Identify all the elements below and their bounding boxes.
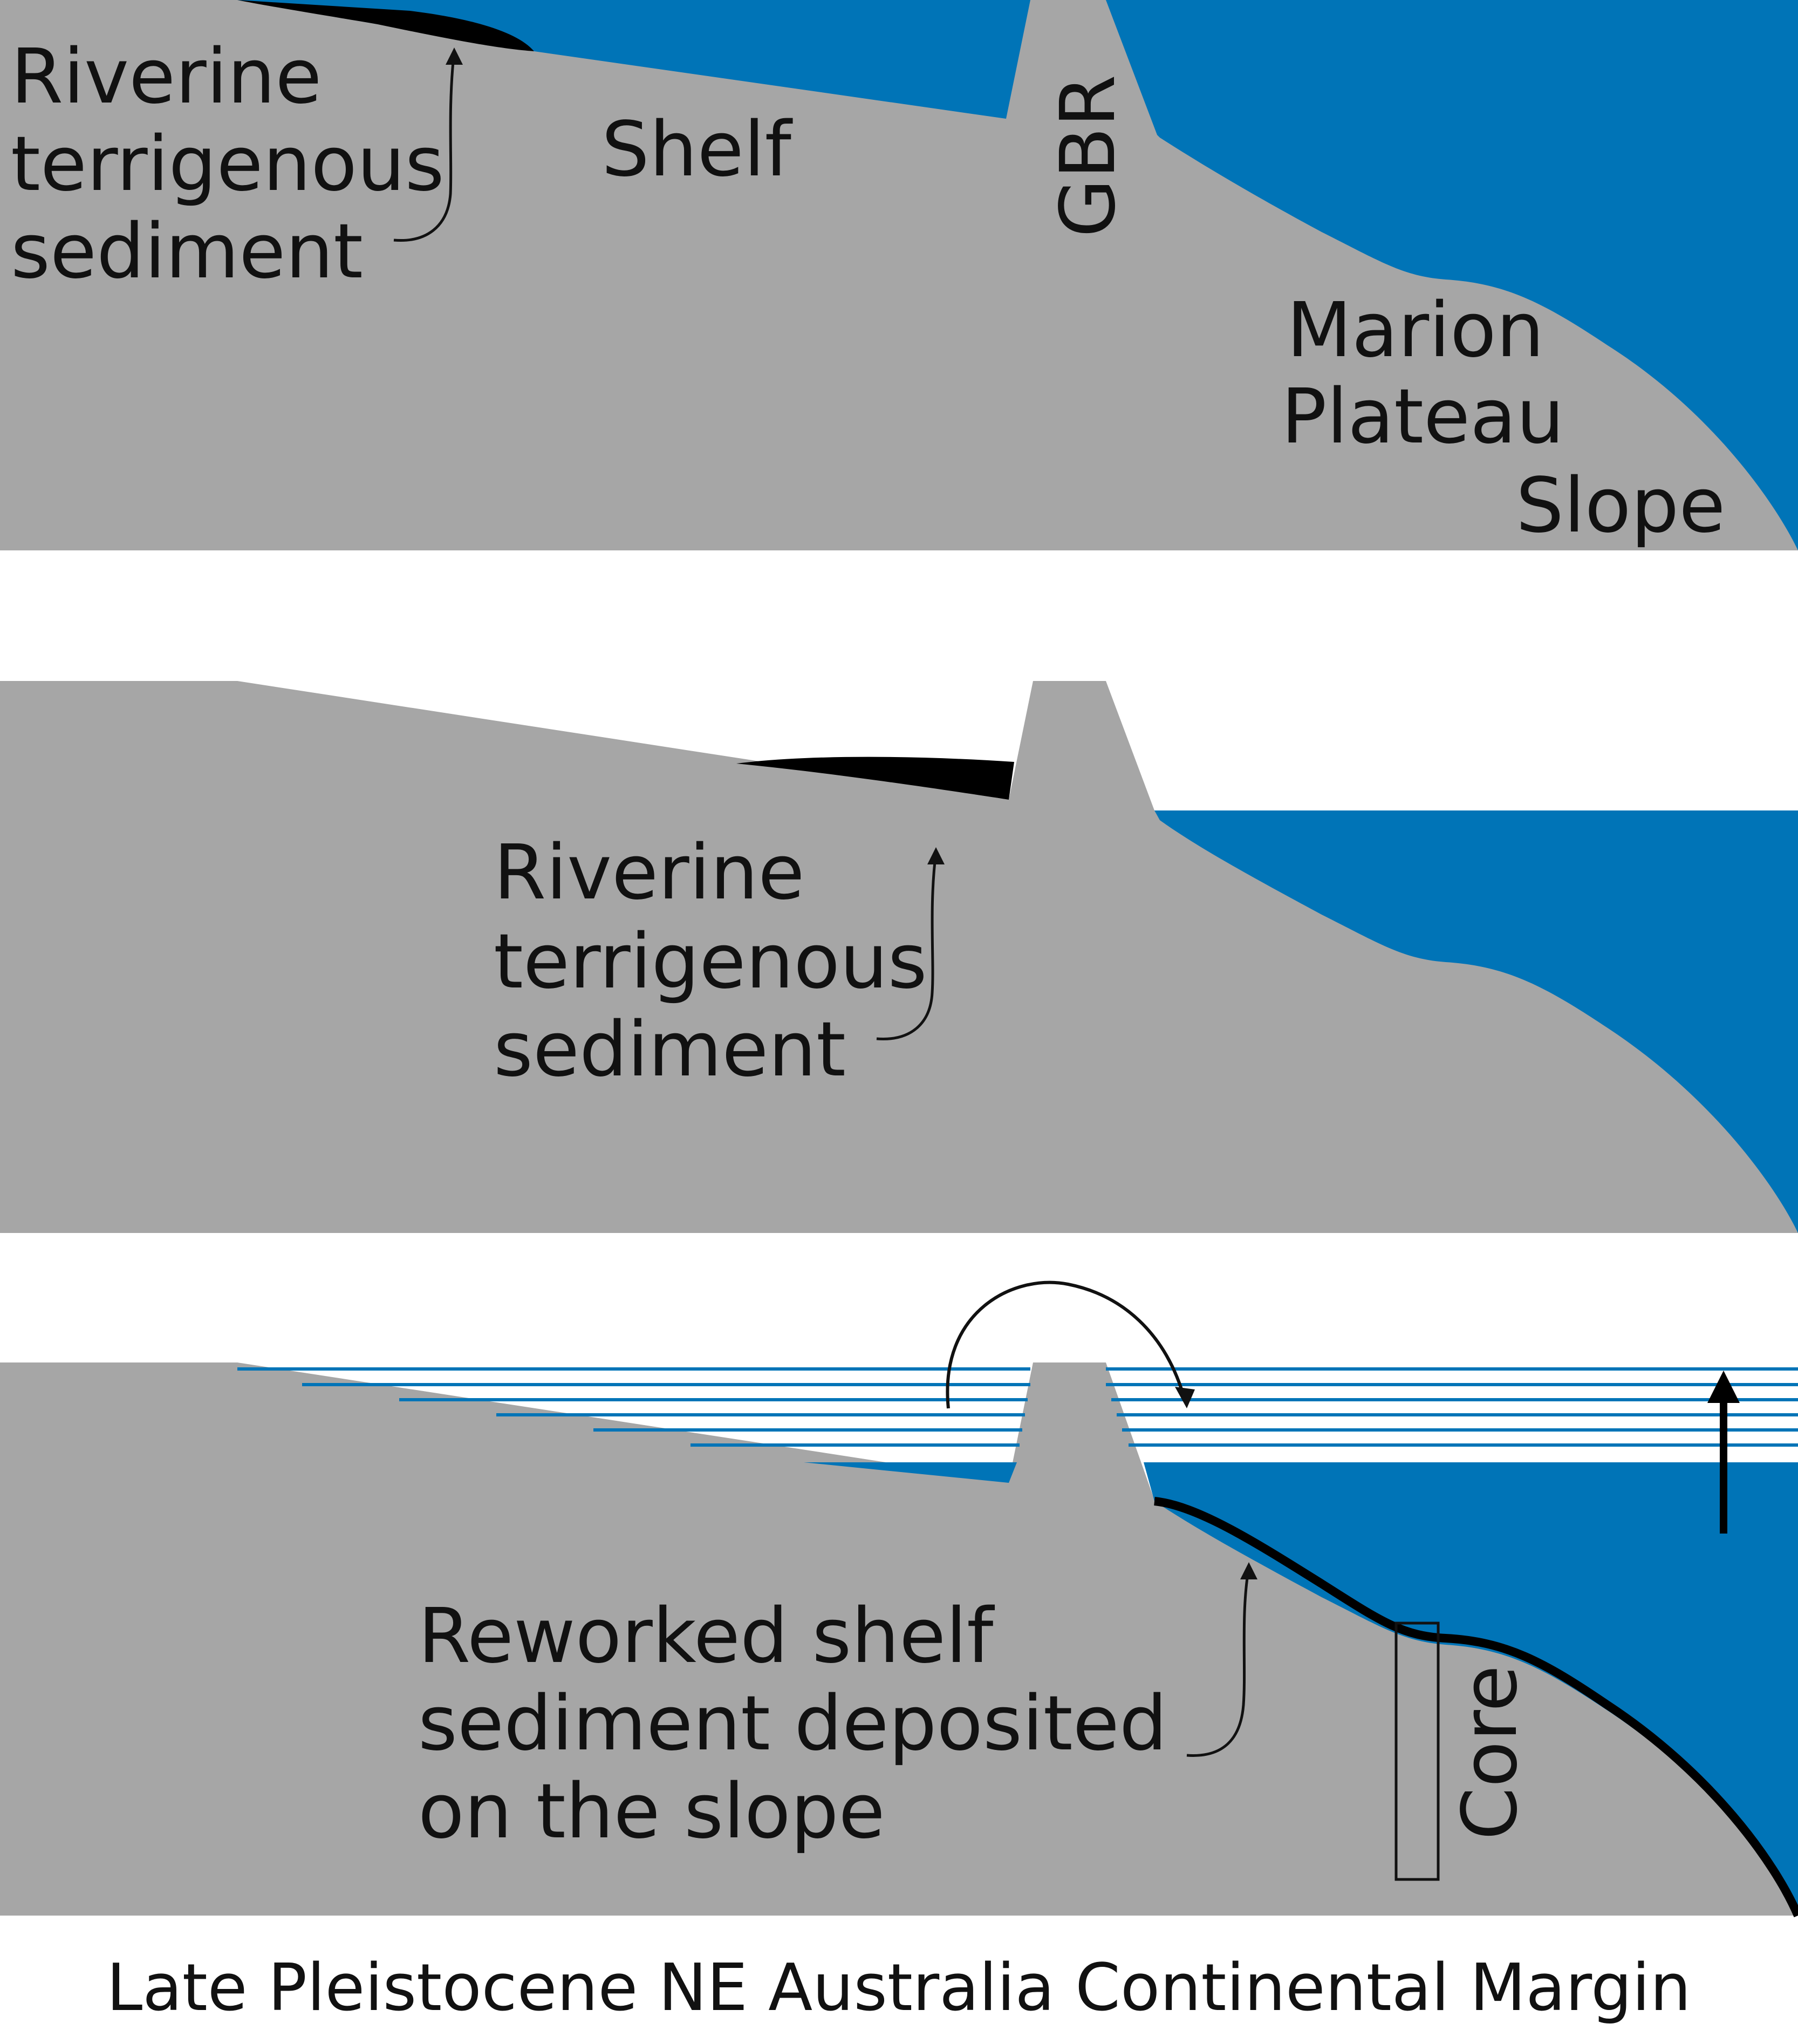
- plateau-label-line-1: Marion: [1287, 287, 1544, 374]
- plateau-label-line-2: Plateau: [1281, 373, 1564, 461]
- p2-sediment-line-1: Riverine: [494, 829, 804, 917]
- panel-2-arrowhead: [927, 847, 945, 864]
- panel-2-lowstand: [0, 681, 1798, 1233]
- panel-3-sediment-arrow: [1186, 1567, 1250, 1757]
- core-label: Core: [1446, 1665, 1534, 1840]
- panel-2-sediment-lens: [736, 757, 1014, 800]
- p3-sediment-line-2: sediment deposited: [418, 1680, 1167, 1768]
- panel-3-shelf-water: [804, 1462, 1017, 1483]
- sea-level-rise-arrowhead: [1707, 1371, 1740, 1403]
- p3-sediment-line-1: Reworked shelf: [418, 1592, 995, 1680]
- panel-3-arrowhead: [1240, 1562, 1257, 1579]
- panel-1-sediment-lens: [237, 0, 534, 51]
- p1-sediment-line-2: terrigenous: [11, 120, 445, 208]
- p1-sediment-line-3: sediment: [11, 208, 363, 296]
- core-rectangle: [1394, 1621, 1440, 1881]
- panel-3-sediment-drape: [1154, 1497, 1798, 1918]
- shelf-label: Shelf: [601, 106, 793, 194]
- p1-sediment-line-1: Riverine: [11, 33, 322, 121]
- panel-1-arrowhead: [446, 47, 463, 65]
- panel-2-sediment-arrow: [876, 852, 938, 1040]
- panel-1-sediment-arrow: [393, 51, 456, 242]
- reworking-curved-arrow: [946, 1280, 1186, 1409]
- panel-3-sea-level-lines: [237, 1367, 1798, 1447]
- figure-title: Late Pleistocene NE Australia Continenta…: [106, 1951, 1691, 2026]
- gbr-label: GBR: [1044, 74, 1132, 237]
- slope-label: Slope: [1516, 462, 1725, 550]
- reworking-arrowhead: [1175, 1387, 1195, 1408]
- panel-2-ocean-water: [1154, 810, 1798, 1233]
- p3-sediment-line-3: on the slope: [418, 1768, 885, 1856]
- panel-1-highstand: [0, 0, 1798, 550]
- p2-sediment-line-2: terrigenous: [494, 918, 927, 1006]
- panel-3-transgression: [0, 1280, 1798, 1918]
- panel-1-ocean-water: [1106, 0, 1798, 550]
- p2-sediment-line-3: sediment: [494, 1006, 846, 1094]
